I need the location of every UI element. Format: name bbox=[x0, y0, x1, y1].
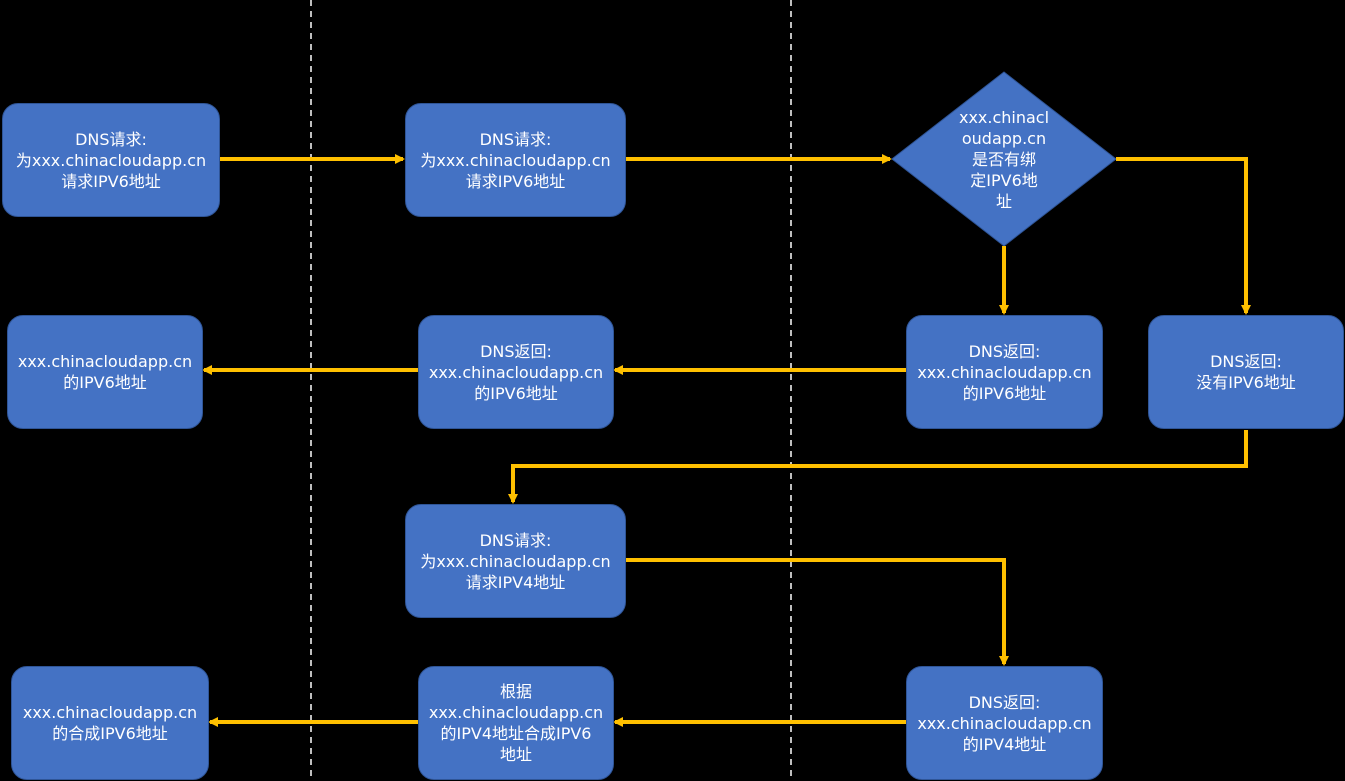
node-label-line: DNS返回: bbox=[1210, 352, 1282, 371]
node-label-line: xxx.chinacloudapp.cn bbox=[917, 713, 1092, 733]
node-label-line: 根据 bbox=[499, 682, 532, 701]
node-label-line: 址 bbox=[995, 191, 1012, 211]
node-synthesize-ipv6-resolver: 根据 xxx.chinacloudapp.cn 的IPV4地址合成IPV6 地址 bbox=[418, 666, 614, 780]
node-label-line: 为xxx.chinacloudapp.cn bbox=[15, 150, 207, 170]
node-label-line: 的合成IPV6地址 bbox=[52, 724, 168, 743]
connector-decision-no bbox=[1116, 157, 1251, 315]
connector-none-to-ipv4-request bbox=[508, 430, 1248, 504]
node-label-line: xxx.chinacloudapp.cn bbox=[17, 352, 193, 371]
node-label-line: DNS返回: bbox=[968, 341, 1041, 361]
node-label-line: DNS返回: bbox=[968, 692, 1041, 712]
node-label-line: 是否有绑 bbox=[971, 149, 1036, 169]
node-label-line: DNS返回: bbox=[480, 341, 552, 361]
node-label-line: 请求IPV4地址 bbox=[465, 572, 566, 592]
node-label-line: DNS请求: bbox=[75, 129, 147, 149]
node-label-line: xxx.chinacl bbox=[958, 107, 1050, 127]
node-label-line: xxx.chinacloudapp.cn bbox=[428, 703, 604, 722]
node-label-line: 定IPV6地 bbox=[970, 170, 1038, 190]
node-label-line: xxx.chinacloudapp.cn bbox=[917, 362, 1092, 382]
node-label-line: 的IPV6地址 bbox=[474, 383, 558, 403]
node-label-line: xxx.chinacloudapp.cn bbox=[428, 362, 604, 382]
node-label-line: DNS请求: bbox=[479, 530, 552, 550]
node-label-line: xxx.chinacloudapp.cn bbox=[22, 703, 198, 722]
node-label-line: 的IPV4地址 bbox=[962, 734, 1047, 754]
node-synthesized-ipv6-client: xxx.chinacloudapp.cn 的合成IPV6地址 bbox=[11, 666, 209, 780]
node-dns-return-no-ipv6: DNS返回: 没有IPV6地址 bbox=[1148, 315, 1344, 429]
node-label-line: 为xxx.chinacloudapp.cn bbox=[420, 150, 611, 170]
node-label-line: 的IPV4地址合成IPV6 bbox=[440, 724, 592, 743]
node-label-line: oudapp.cn bbox=[961, 128, 1047, 148]
node-label-line: 的IPV6地址 bbox=[63, 373, 147, 392]
connector-ipv4-request-to-auth bbox=[626, 558, 1009, 666]
node-label-line: 请求IPV6地址 bbox=[465, 171, 566, 191]
node-label-line: 请求IPV6地址 bbox=[61, 171, 161, 191]
node-label-line: 为xxx.chinacloudapp.cn bbox=[420, 551, 611, 571]
node-ipv6-address-client: xxx.chinacloudapp.cn 的IPV6地址 bbox=[7, 315, 203, 429]
node-label-line: 没有IPV6地址 bbox=[1196, 373, 1296, 392]
node-label-line: 的IPV6地址 bbox=[962, 383, 1047, 403]
node-label-line: DNS请求: bbox=[479, 129, 552, 149]
node-label-line: 地址 bbox=[499, 745, 532, 764]
